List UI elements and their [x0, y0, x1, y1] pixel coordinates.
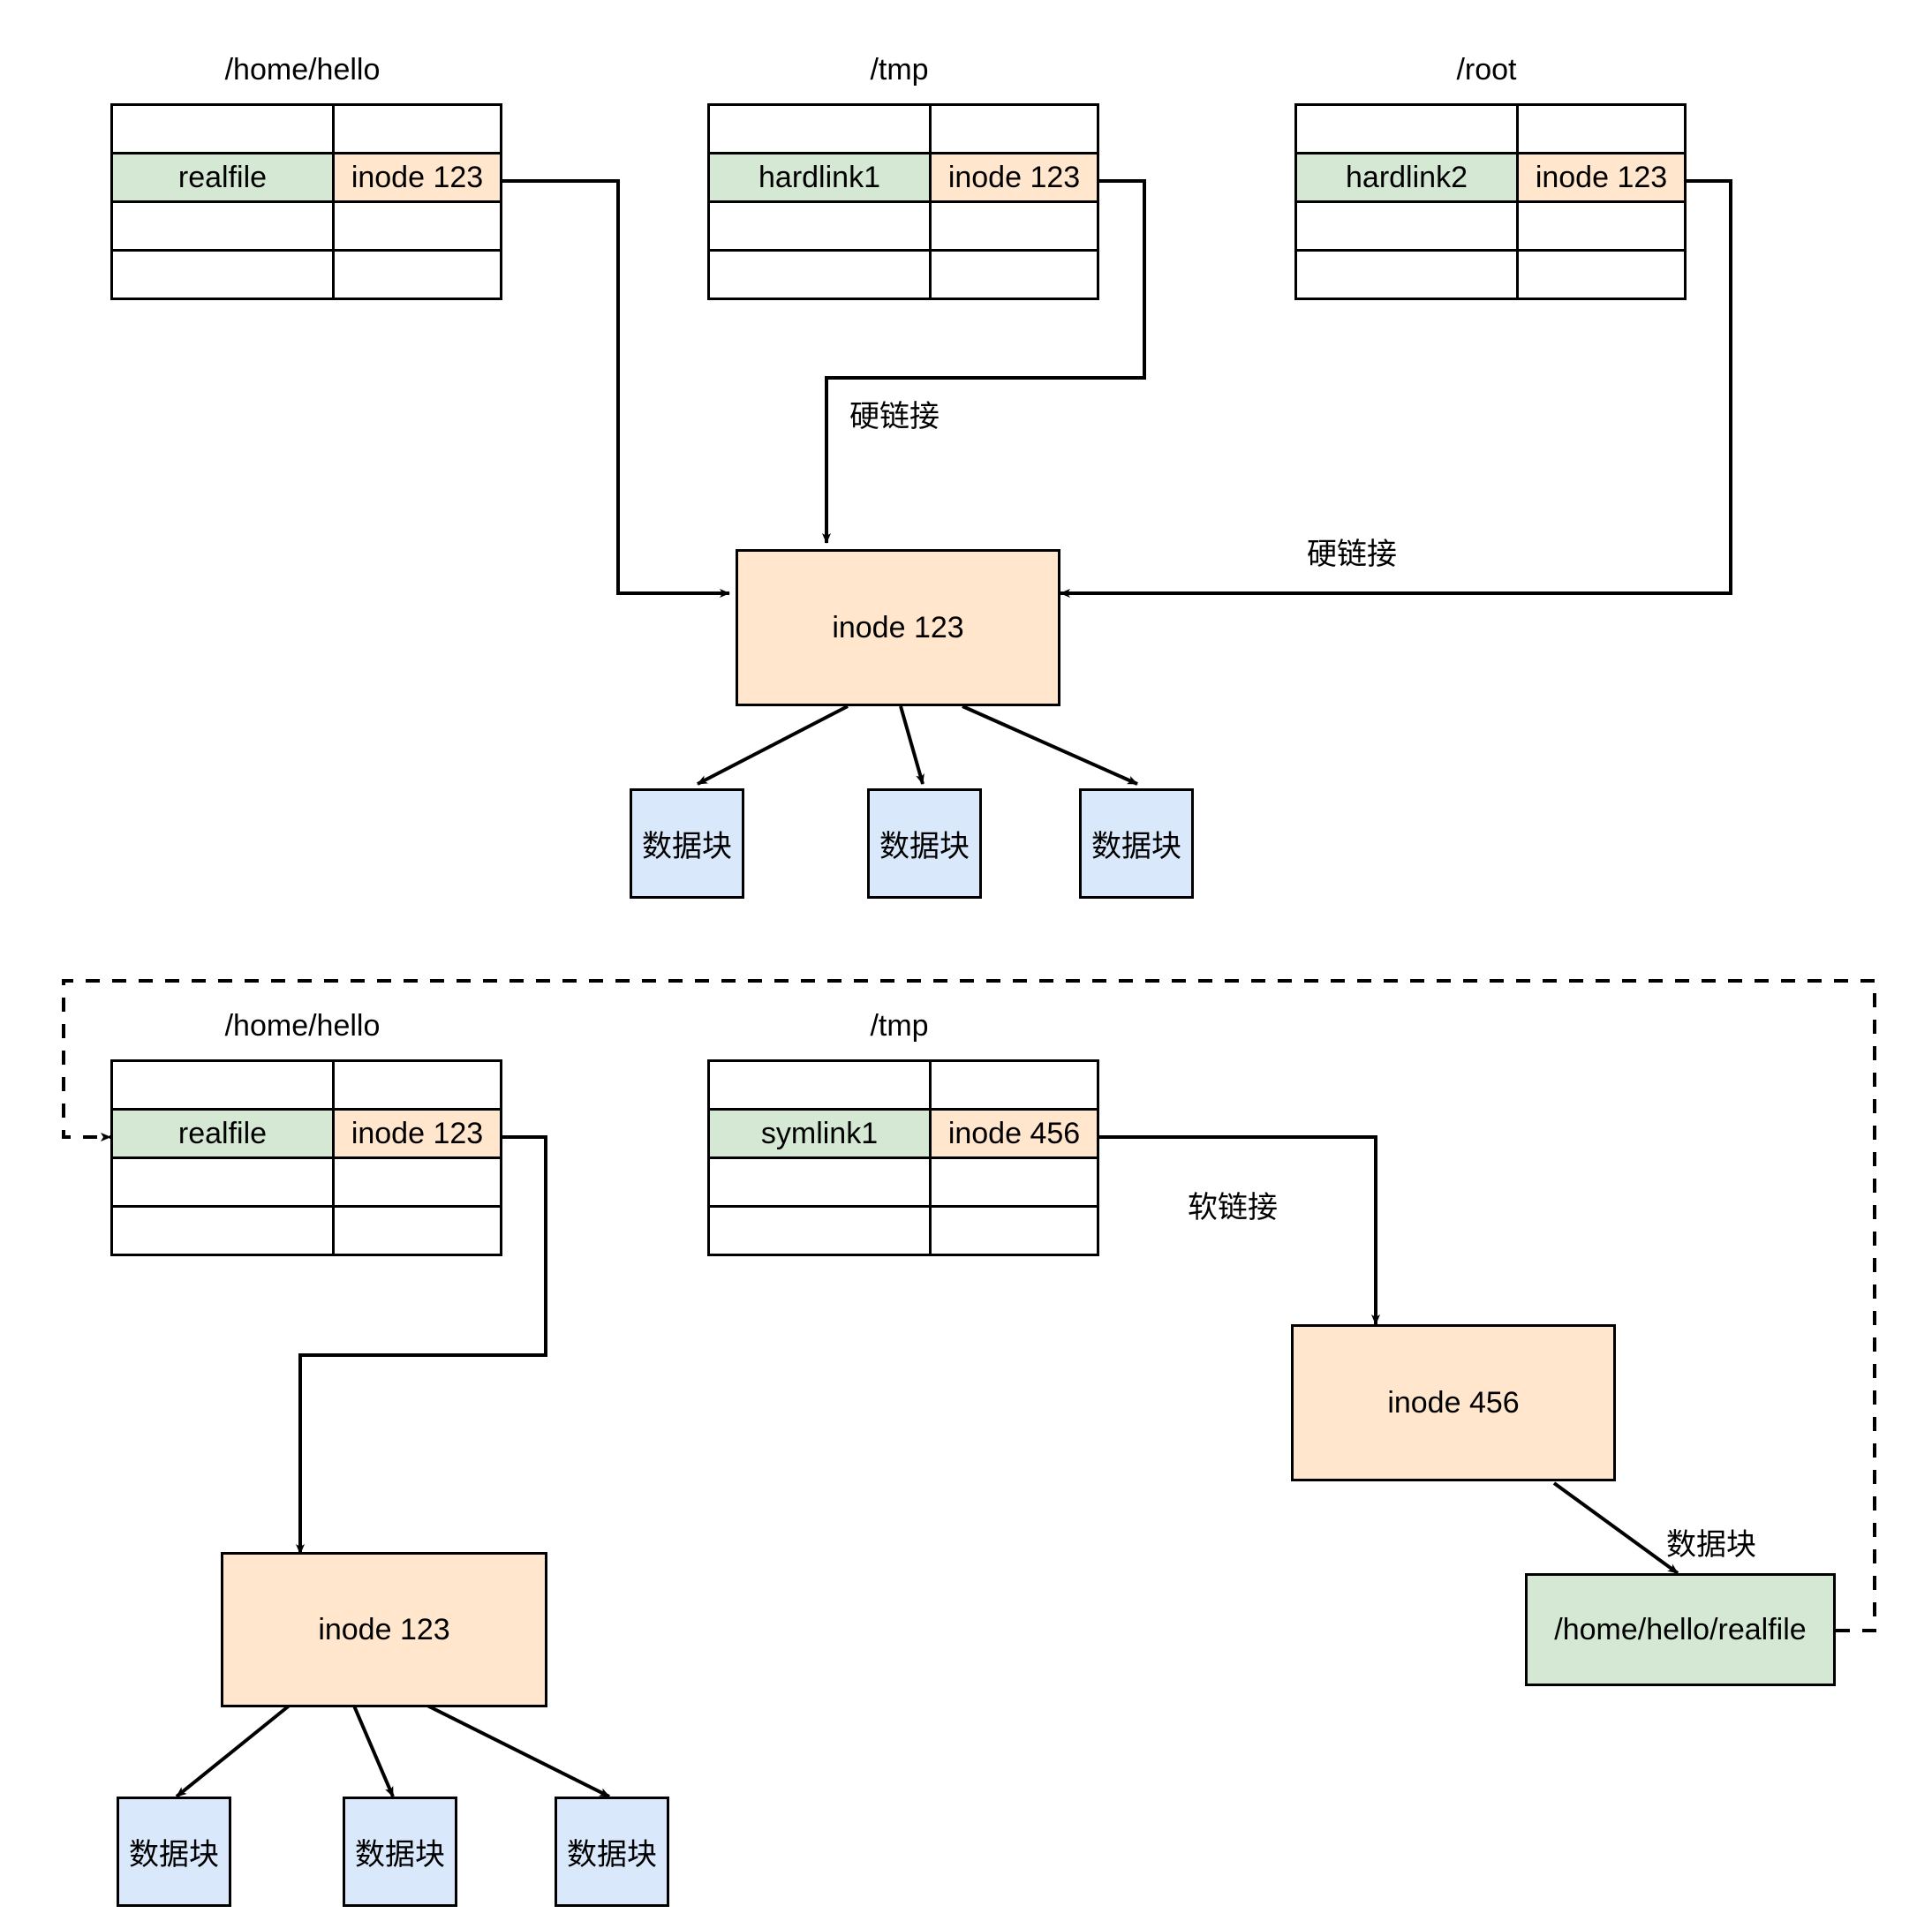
edge-label-datablock-symlink: 数据块 — [1666, 1528, 1756, 1562]
edge-inode456-to-target — [1552, 1481, 1679, 1575]
node-datablock-top-3: 数据块 — [1079, 788, 1194, 899]
cell-name: realfile — [110, 1108, 335, 1159]
cell-inode — [1516, 200, 1687, 252]
node-target-path: /home/hello/realfile — [1525, 1573, 1836, 1686]
edge-symlink1-to-inode456 — [1091, 1135, 1380, 1325]
cell-inode — [332, 249, 502, 300]
edge-inode123-to-datablocks — [697, 704, 1138, 786]
node-inode-456: inode 456 — [1291, 1324, 1616, 1481]
table-row: hardlink1 inode 123 — [707, 152, 1099, 203]
dir-label-tmp-top: /tmp — [870, 53, 929, 87]
cell-inode: inode 456 — [929, 1108, 1099, 1159]
cell-inode: inode 123 — [929, 152, 1099, 203]
cell-inode — [332, 1156, 502, 1208]
table-row — [1294, 103, 1687, 154]
dir-label-home-hello-top: /home/hello — [224, 53, 381, 87]
table-row — [110, 1156, 502, 1208]
cell-inode — [1516, 249, 1687, 300]
edge-realfile-to-inode123 — [494, 179, 730, 598]
node-inode-123-bottom: inode 123 — [221, 1552, 547, 1707]
cell-inode — [929, 249, 1099, 300]
cell-inode: inode 123 — [332, 152, 502, 203]
cell-inode — [1516, 103, 1687, 154]
cell-inode — [929, 1156, 1099, 1208]
cell-name — [707, 200, 932, 252]
cell-name: hardlink2 — [1294, 152, 1519, 203]
dir-table-home-hello-top: realfile inode 123 — [110, 103, 502, 300]
table-row — [707, 200, 1099, 252]
cell-name — [110, 249, 335, 300]
dir-table-tmp-top: hardlink1 inode 123 — [707, 103, 1099, 300]
cell-inode — [332, 1059, 502, 1111]
table-row: realfile inode 123 — [110, 1108, 502, 1159]
cell-name: realfile — [110, 152, 335, 203]
cell-name: hardlink1 — [707, 152, 932, 203]
cell-inode: inode 123 — [1516, 152, 1687, 203]
edge-label-hardlink-right: 硬链接 — [1307, 538, 1397, 571]
node-datablock-top-1: 数据块 — [630, 788, 744, 899]
table-row — [110, 249, 502, 300]
node-datablock-bottom-1: 数据块 — [117, 1797, 231, 1907]
dir-table-home-hello-bottom: realfile inode 123 — [110, 1059, 502, 1256]
cell-name — [110, 200, 335, 252]
cell-name — [707, 1059, 932, 1111]
cell-name — [1294, 103, 1519, 154]
cell-inode — [929, 200, 1099, 252]
table-row — [110, 200, 502, 252]
edge-label-softlink: 软链接 — [1188, 1191, 1278, 1224]
node-datablock-bottom-2: 数据块 — [343, 1797, 457, 1907]
cell-inode — [929, 1059, 1099, 1111]
table-row — [1294, 249, 1687, 300]
table-row — [707, 249, 1099, 300]
node-inode-123-top: inode 123 — [736, 549, 1060, 706]
table-row: symlink1 inode 456 — [707, 1108, 1099, 1159]
cell-inode — [929, 103, 1099, 154]
table-row — [110, 1059, 502, 1111]
cell-name — [707, 103, 932, 154]
table-row — [1294, 200, 1687, 252]
cell-name — [1294, 200, 1519, 252]
table-row: realfile inode 123 — [110, 152, 502, 203]
table-row — [707, 1059, 1099, 1111]
cell-name — [110, 1156, 335, 1208]
table-row — [707, 103, 1099, 154]
node-datablock-bottom-3: 数据块 — [555, 1797, 669, 1907]
cell-name — [110, 1205, 335, 1256]
cell-inode: inode 123 — [332, 1108, 502, 1159]
cell-name — [707, 249, 932, 300]
cell-inode — [332, 103, 502, 154]
cell-name — [110, 1059, 335, 1111]
cell-inode — [332, 200, 502, 252]
cell-name — [707, 1156, 932, 1208]
cell-name — [110, 103, 335, 154]
cell-name: symlink1 — [707, 1108, 932, 1159]
dir-label-home-hello-bottom: /home/hello — [224, 1009, 381, 1043]
edge-inode123-to-datablocks-bottom — [175, 1702, 610, 1798]
table-row — [707, 1205, 1099, 1256]
dir-table-root-top: hardlink2 inode 123 — [1294, 103, 1687, 300]
table-row — [110, 103, 502, 154]
cell-inode — [929, 1205, 1099, 1256]
cell-name — [707, 1205, 932, 1256]
table-row — [707, 1156, 1099, 1208]
cell-name — [1294, 249, 1519, 300]
dir-label-root-top: /root — [1456, 53, 1517, 87]
table-row — [110, 1205, 502, 1256]
edge-label-hardlink-center: 硬链接 — [849, 400, 940, 433]
dir-label-tmp-bottom: /tmp — [870, 1009, 929, 1043]
table-row: hardlink2 inode 123 — [1294, 152, 1687, 203]
cell-inode — [332, 1205, 502, 1256]
node-datablock-top-2: 数据块 — [867, 788, 982, 899]
dir-table-tmp-bottom: symlink1 inode 456 — [707, 1059, 1099, 1256]
